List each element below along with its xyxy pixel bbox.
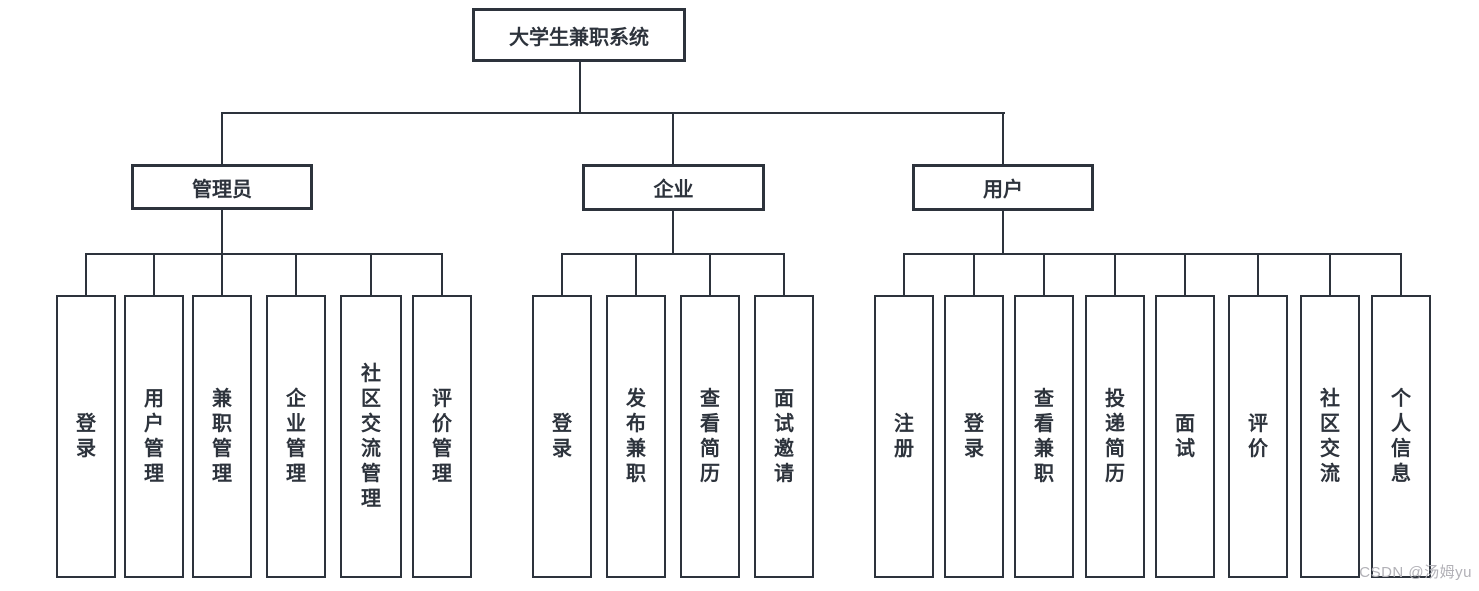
connector-line [561,253,785,255]
leaf-label: 企业管理 [286,387,306,485]
connector-line [635,253,637,295]
connector-line [1002,112,1004,164]
leaf-admin-enterprise-management: 企业管理 [266,295,326,578]
connector-line [1043,253,1045,295]
leaf-label: 注册 [894,412,914,460]
leaf-admin-review-management: 评价管理 [412,295,472,578]
connector-line [1400,253,1402,295]
connector-line [221,210,223,253]
branch-node-admin: 管理员 [131,164,313,210]
leaf-enterprise-login: 登录 [532,295,592,578]
root-node-system: 大学生兼职系统 [472,8,686,62]
connector-line [903,253,1402,255]
leaf-admin-community-management: 社区交流管理 [340,295,402,578]
leaf-user-interview: 面试 [1155,295,1215,578]
connector-line [1002,211,1004,253]
connector-line [370,253,372,295]
connector-line [221,112,1005,114]
root-node-label: 大学生兼职系统 [509,26,649,49]
connector-line [221,253,223,295]
branch-node-enterprise: 企业 [582,164,765,211]
leaf-label: 登录 [964,412,984,460]
leaf-user-login: 登录 [944,295,1004,578]
connector-line [973,253,975,295]
leaf-user-view-jobs: 查看兼职 [1014,295,1074,578]
leaf-label: 查看兼职 [1034,387,1054,485]
leaf-label: 面试 [1175,412,1195,460]
leaf-label: 社区交流管理 [361,362,381,510]
connector-line [221,112,223,164]
leaf-label: 社区交流 [1320,387,1340,485]
leaf-label: 发布兼职 [626,387,646,485]
leaf-label: 用户管理 [144,387,164,485]
leaf-label: 兼职管理 [212,387,232,485]
leaf-label: 登录 [552,412,572,460]
leaf-label: 查看简历 [700,387,720,485]
leaf-user-profile: 个人信息 [1371,295,1431,578]
csdn-watermark: CSDN @汤姆yu [1359,564,1472,581]
branch-node-label: 用户 [983,179,1023,201]
leaf-user-review: 评价 [1228,295,1288,578]
connector-line [672,211,674,253]
connector-line [1257,253,1259,295]
connector-line [561,253,563,295]
connector-line [579,62,581,112]
leaf-label: 评价管理 [432,387,452,485]
leaf-user-community: 社区交流 [1300,295,1360,578]
leaf-admin-login: 登录 [56,295,116,578]
connector-line [295,253,297,295]
connector-line [153,253,155,295]
branch-node-label: 企业 [653,179,694,201]
branch-node-user: 用户 [912,164,1094,211]
connector-line [85,253,443,255]
connector-line [1329,253,1331,295]
connector-line [1114,253,1116,295]
leaf-enterprise-post-job: 发布兼职 [606,295,666,578]
leaf-admin-user-management: 用户管理 [124,295,184,578]
leaf-enterprise-view-resume: 查看简历 [680,295,740,578]
connector-line [672,112,674,164]
leaf-user-register: 注册 [874,295,934,578]
connector-line [903,253,905,295]
connector-line [709,253,711,295]
connector-line [85,253,87,295]
leaf-label: 投递简历 [1105,387,1125,485]
leaf-user-submit-resume: 投递简历 [1085,295,1145,578]
connector-line [441,253,443,295]
connector-line [783,253,785,295]
connector-line [1184,253,1186,295]
leaf-enterprise-interview-invite: 面试邀请 [754,295,814,578]
leaf-label: 评价 [1248,412,1268,460]
leaf-label: 个人信息 [1391,387,1411,485]
leaf-admin-parttime-management: 兼职管理 [192,295,252,578]
branch-node-label: 管理员 [192,178,252,201]
leaf-label: 面试邀请 [774,387,794,485]
leaf-label: 登录 [76,412,96,460]
